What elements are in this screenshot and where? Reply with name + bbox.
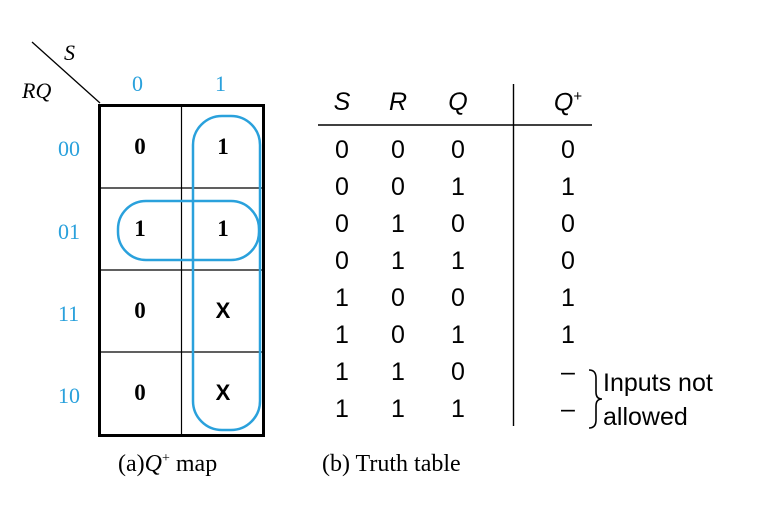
tt-cell: 1	[451, 247, 465, 275]
tt-header-qnext: Q+	[548, 88, 588, 117]
tt-cell: 0	[451, 284, 465, 312]
kmap-row-head-01: 01	[58, 219, 80, 244]
tt-cell: 1	[335, 395, 349, 423]
kmap-cell-value: 0	[134, 298, 146, 323]
kmap-col-head-1: 1	[215, 71, 226, 96]
caption-a-superscript: +	[161, 451, 170, 466]
tt-cell: 1	[561, 284, 575, 312]
kmap-cell-01-1: 1	[182, 188, 264, 270]
kmap-cell-value: 1	[217, 216, 229, 241]
kmap-corner-diagonal	[31, 41, 101, 104]
tt-cell: 1	[391, 395, 405, 423]
kmap-groupings	[116, 114, 262, 432]
tt-cell: –	[561, 358, 575, 386]
tt-cell: 0	[391, 321, 405, 349]
tt-cell: 0	[391, 136, 405, 164]
tt-header-r: R	[388, 88, 408, 116]
kmap-grid	[98, 104, 265, 437]
kmap: S RQ 0 1 00 01 11 10 0 1 1 1 0 X 0 X (a)…	[0, 0, 300, 506]
tt-cell: 0	[561, 210, 575, 238]
tt-cell: 0	[391, 173, 405, 201]
group-loop-s	[191, 114, 262, 432]
tt-cell: 0	[451, 210, 465, 238]
tt-header-q: Q	[448, 88, 468, 116]
kmap-cell-00-1: 1	[182, 106, 264, 188]
tt-cell: 1	[335, 358, 349, 386]
kmap-cell-10-1: X	[182, 352, 264, 434]
kmap-col-head-0: 0	[132, 71, 143, 96]
tt-cell: 0	[335, 247, 349, 275]
tt-rules	[318, 84, 592, 426]
tt-cell: 0	[335, 210, 349, 238]
tt-cell: 1	[335, 321, 349, 349]
tt-cell: 1	[451, 173, 465, 201]
truth-table: S R Q Q+ 0 0 0 0 0 0 1 1 0 1 0 0 0 1	[300, 0, 773, 506]
kmap-cell-11-0: 0	[99, 270, 181, 352]
note-line-1: Inputs not	[603, 369, 713, 397]
tt-cell: 1	[391, 247, 405, 275]
kmap-cell-value: 1	[134, 216, 146, 241]
kmap-cell-00-0: 0	[99, 106, 181, 188]
caption-a-variable: Q	[144, 451, 162, 477]
not-allowed-note: Inputs not allowed	[603, 366, 713, 434]
kmap-cell-10-0: 0	[99, 352, 181, 434]
caption-a-prefix: (a)	[118, 451, 145, 477]
tt-cell: 0	[561, 136, 575, 164]
caption-a-suffix: map	[175, 451, 218, 477]
tt-cell: 1	[561, 321, 575, 349]
brace-icon	[588, 369, 603, 429]
kmap-col-variable: S	[64, 40, 75, 65]
kmap-cell-value: X	[215, 380, 231, 405]
tt-cell: 0	[391, 284, 405, 312]
tt-cell: 0	[451, 358, 465, 386]
note-line-2: allowed	[603, 403, 688, 431]
tt-cell: –	[561, 395, 575, 423]
tt-cell: 1	[451, 321, 465, 349]
tt-header-s: S	[333, 88, 351, 116]
kmap-caption: (a)Q+ map	[118, 451, 217, 478]
tt-cell: 1	[335, 284, 349, 312]
kmap-row-head-11: 11	[58, 301, 80, 326]
tt-cell: 0	[335, 173, 349, 201]
tt-cell: 0	[335, 136, 349, 164]
kmap-row-head-10: 10	[58, 383, 80, 408]
tt-cell: 1	[391, 358, 405, 386]
tt-cell: 0	[451, 136, 465, 164]
kmap-row-head-00: 00	[58, 136, 80, 161]
kmap-cell-11-1: X	[182, 270, 264, 352]
truth-table-caption: (b) Truth table	[322, 451, 461, 477]
kmap-cell-value: 0	[134, 380, 146, 405]
tt-header-qnext-sup: +	[573, 88, 583, 105]
kmap-row-variable: RQ	[22, 78, 52, 103]
group-loop-rq01	[116, 199, 261, 262]
tt-header-qnext-var: Q	[553, 88, 574, 117]
tt-cell: 1	[561, 173, 575, 201]
kmap-cell-value: X	[215, 298, 231, 323]
kmap-cell-value: 1	[217, 134, 229, 159]
kmap-cell-value: 0	[134, 134, 146, 159]
tt-cell: 1	[391, 210, 405, 238]
tt-cell: 0	[561, 247, 575, 275]
kmap-cell-01-0: 1	[99, 188, 181, 270]
tt-cell: 1	[451, 395, 465, 423]
